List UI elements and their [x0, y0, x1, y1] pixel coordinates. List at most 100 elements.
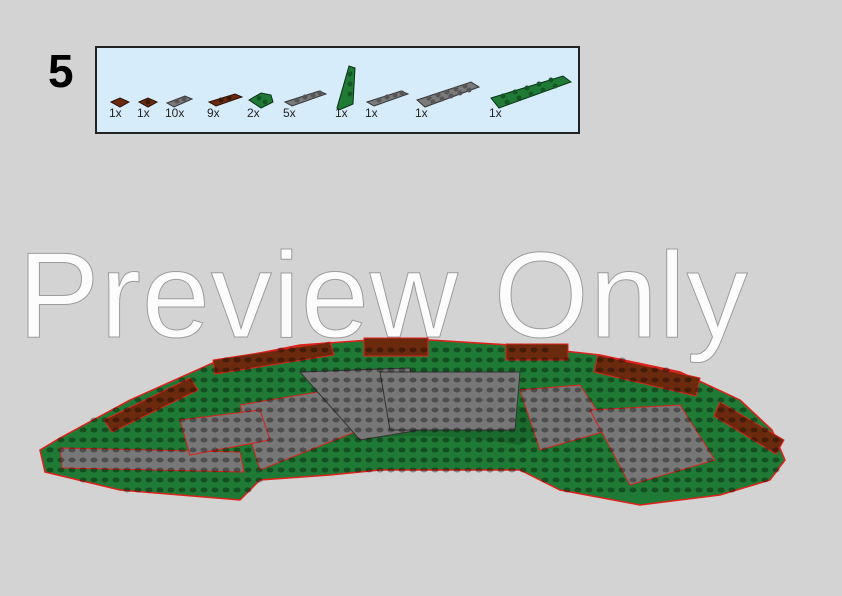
- stud: [343, 367, 351, 373]
- stud: [541, 357, 549, 363]
- stud: [750, 427, 758, 433]
- stud: [365, 377, 373, 383]
- stud: [706, 477, 714, 483]
- stud: [486, 417, 494, 423]
- stud: [442, 457, 450, 463]
- stud: [156, 437, 164, 443]
- stud: [409, 457, 417, 463]
- stud: [684, 397, 692, 403]
- stud: [398, 377, 406, 383]
- stud: [299, 397, 307, 403]
- stud: [739, 427, 747, 433]
- stud: [321, 377, 329, 383]
- stud: [442, 377, 450, 383]
- stud: [475, 387, 483, 393]
- stud: [90, 457, 98, 463]
- stud: [684, 487, 692, 493]
- stud: [629, 477, 637, 483]
- stud: [640, 377, 648, 383]
- stud: [332, 467, 340, 473]
- stud: [497, 347, 505, 353]
- stud: [79, 457, 87, 463]
- stud: [761, 457, 769, 463]
- stud: [178, 437, 186, 443]
- stud: [233, 427, 241, 433]
- stud: [167, 457, 175, 463]
- stud: [57, 437, 65, 443]
- stud: [255, 397, 263, 403]
- stud: [431, 437, 439, 443]
- stud: [453, 457, 461, 463]
- stud: [90, 417, 98, 423]
- stud: [222, 467, 230, 473]
- stud: [244, 427, 252, 433]
- stud: [266, 367, 274, 373]
- stud: [277, 417, 285, 423]
- stud: [79, 467, 87, 473]
- stud: [244, 447, 252, 453]
- stud: [277, 357, 285, 363]
- stud: [123, 437, 131, 443]
- stud: [420, 437, 428, 443]
- stud: [475, 377, 483, 383]
- tile-1x3-brown-icon: [207, 93, 243, 107]
- stud: [277, 427, 285, 433]
- stud: [332, 357, 340, 363]
- stud: [178, 457, 186, 463]
- stud: [178, 407, 186, 413]
- stud: [189, 407, 197, 413]
- stud: [585, 357, 593, 363]
- stud: [266, 457, 274, 463]
- stud: [464, 367, 472, 373]
- stud: [618, 477, 626, 483]
- stud: [68, 467, 76, 473]
- stud: [189, 427, 197, 433]
- stud: [629, 457, 637, 463]
- stud: [200, 397, 208, 403]
- plate-1x4-offset-gray-icon: [283, 90, 327, 107]
- stud: [497, 387, 505, 393]
- stud: [387, 367, 395, 373]
- stud: [585, 477, 593, 483]
- stud: [376, 357, 384, 363]
- stud: [277, 407, 285, 413]
- stud: [453, 377, 461, 383]
- stud: [629, 407, 637, 413]
- stud: [673, 397, 681, 403]
- stud: [200, 437, 208, 443]
- stud: [607, 427, 615, 433]
- part-quantity: 1x: [415, 106, 428, 120]
- stud: [530, 347, 538, 353]
- stud: [596, 387, 604, 393]
- stud: [134, 417, 142, 423]
- stud: [530, 457, 538, 463]
- stud: [651, 487, 659, 493]
- stud: [585, 367, 593, 373]
- stud: [420, 407, 428, 413]
- stud: [475, 357, 483, 363]
- stud: [387, 397, 395, 403]
- stud: [200, 487, 208, 493]
- stud: [211, 397, 219, 403]
- stud: [739, 437, 747, 443]
- stud: [101, 477, 109, 483]
- stud: [772, 447, 780, 453]
- stud: [695, 447, 703, 453]
- stud: [321, 407, 329, 413]
- stud: [541, 407, 549, 413]
- stud: [310, 377, 318, 383]
- stud: [728, 487, 736, 493]
- stud: [607, 407, 615, 413]
- stud: [530, 397, 538, 403]
- stud: [607, 377, 615, 383]
- stud: [475, 347, 483, 353]
- stud: [288, 387, 296, 393]
- stud: [420, 367, 428, 373]
- part-quantity: 1x: [365, 106, 378, 120]
- stud: [607, 417, 615, 423]
- stud: [651, 397, 659, 403]
- stud: [321, 447, 329, 453]
- stud: [552, 477, 560, 483]
- stud: [409, 437, 417, 443]
- stud: [299, 357, 307, 363]
